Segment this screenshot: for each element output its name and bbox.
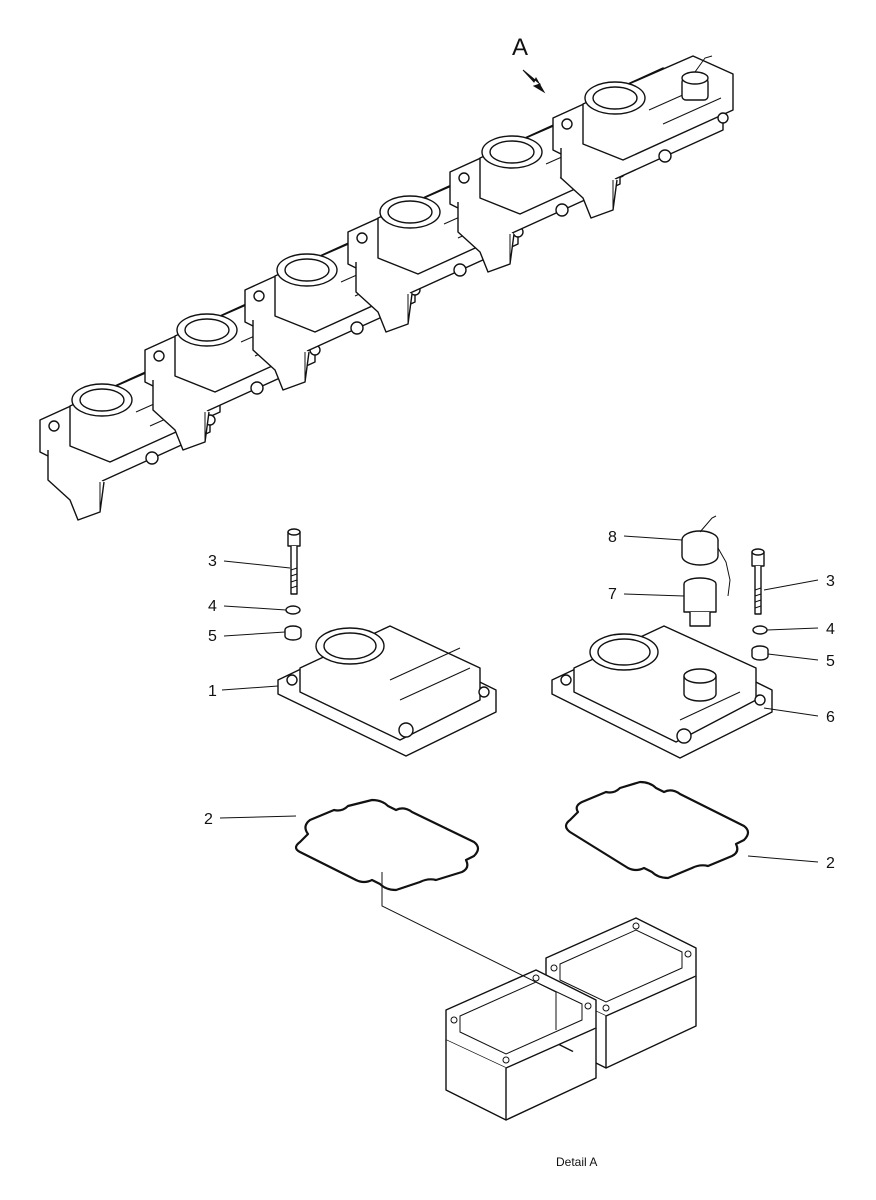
svg-text:8: 8 <box>608 529 617 546</box>
svg-text:7: 7 <box>608 586 617 603</box>
svg-text:5: 5 <box>208 628 217 645</box>
svg-text:4: 4 <box>826 621 835 638</box>
washer-left <box>285 605 301 615</box>
callout-5-right: 5 <box>767 653 835 670</box>
svg-text:3: 3 <box>826 573 835 590</box>
assembled-filler-cap <box>681 55 713 101</box>
svg-text:2: 2 <box>204 811 213 828</box>
detail-caption: Detail A <box>556 1155 597 1169</box>
head-cover-right <box>551 625 773 759</box>
detail-a-arrow <box>522 69 546 94</box>
detail-a-marker: A <box>512 34 528 61</box>
svg-text:2: 2 <box>826 855 835 872</box>
callout-4-right: 4 <box>766 621 835 638</box>
filler-cap <box>681 515 731 597</box>
callout-6: 6 <box>763 707 835 726</box>
callout-5-left: 5 <box>208 628 286 645</box>
svg-text:1: 1 <box>208 683 217 700</box>
callout-7: 7 <box>608 586 685 603</box>
gasket-left <box>294 798 480 892</box>
washer-right <box>752 625 768 635</box>
callout-2-right: 2 <box>747 855 835 872</box>
callout-2-left: 2 <box>204 811 297 828</box>
bolt-left <box>287 528 301 595</box>
bolt-right <box>751 548 765 615</box>
gasket-right <box>564 780 750 880</box>
engine-cover-assembly <box>39 55 734 521</box>
svg-text:6: 6 <box>826 709 835 726</box>
lower-housing-assembly <box>445 917 697 1121</box>
svg-text:3: 3 <box>208 553 217 570</box>
svg-text:5: 5 <box>826 653 835 670</box>
assembly-leader-line <box>381 872 557 1030</box>
callout-3-left: 3 <box>208 553 291 570</box>
filler-neck <box>683 577 717 627</box>
spacer-left <box>284 625 302 641</box>
callout-3-right: 3 <box>763 573 835 591</box>
callout-1: 1 <box>208 683 279 700</box>
svg-text:4: 4 <box>208 598 217 615</box>
callout-8: 8 <box>608 529 683 546</box>
callout-4-left: 4 <box>208 598 287 615</box>
head-cover-left <box>277 625 497 757</box>
spacer-right <box>751 645 769 661</box>
